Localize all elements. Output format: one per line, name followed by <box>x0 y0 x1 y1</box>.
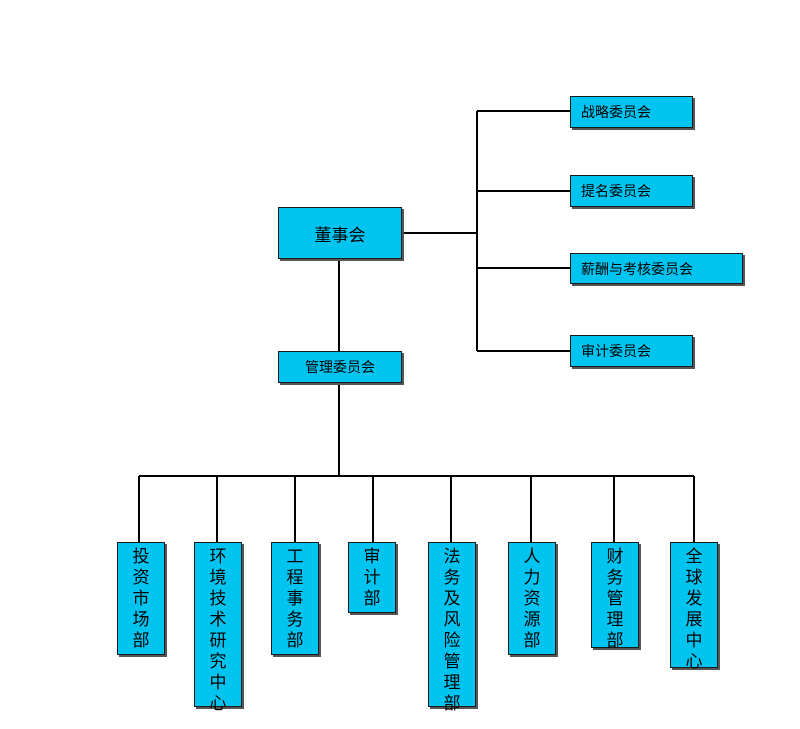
department-box-4: 审计部 <box>348 542 396 613</box>
department-label-char: 法 <box>443 547 461 567</box>
department-label-char: 务 <box>606 568 624 588</box>
nomination-committee-label: 提名委员会 <box>581 184 651 200</box>
department-box-3: 工程事务部 <box>271 542 319 655</box>
department-box-2: 环境技术研究中心 <box>194 542 242 714</box>
department-box-6: 人力资源部 <box>508 542 556 655</box>
department-label-char: 部 <box>443 694 461 714</box>
department-label-char: 务 <box>443 568 461 588</box>
department-label-char: 心 <box>685 652 703 672</box>
strategy-committee-box: 战略委员会 <box>570 96 693 128</box>
department-label-char: 技 <box>209 589 227 609</box>
department-label-char: 及 <box>443 589 461 609</box>
department-label-char: 资 <box>523 589 541 609</box>
department-label-char: 部 <box>606 631 624 651</box>
management-committee-label: 管理委员会 <box>305 360 375 376</box>
department-label-char: 工 <box>286 547 304 567</box>
department-label-char: 事 <box>286 589 304 609</box>
department-label-char: 市 <box>132 589 150 609</box>
department-label-char: 源 <box>523 610 541 630</box>
department-label-char: 全 <box>685 547 703 567</box>
department-label-char: 中 <box>685 631 703 651</box>
management-committee-box: 管理委员会 <box>278 351 402 383</box>
board-box: 董事会 <box>278 207 402 259</box>
nomination-committee-box: 提名委员会 <box>570 175 693 207</box>
department-label-char: 场 <box>132 610 150 630</box>
department-label-char: 程 <box>286 568 304 588</box>
department-label-char: 审 <box>363 547 381 567</box>
department-label-char: 研 <box>209 631 227 651</box>
audit-committee-box: 审计委员会 <box>570 335 693 367</box>
department-label-char: 境 <box>209 568 227 588</box>
department-label-char: 理 <box>606 610 624 630</box>
audit-committee-label: 审计委员会 <box>581 344 651 360</box>
board-label: 董事会 <box>314 225 366 246</box>
department-label-char: 部 <box>363 589 381 609</box>
department-label-char: 管 <box>443 652 461 672</box>
department-box-5: 法务及风险管理部 <box>428 542 476 714</box>
department-label-char: 发 <box>685 589 703 609</box>
department-label-char: 部 <box>132 631 150 651</box>
department-label-char: 财 <box>606 547 624 567</box>
department-label-char: 究 <box>209 652 227 672</box>
department-label-char: 险 <box>443 631 461 651</box>
department-label-char: 力 <box>523 568 541 588</box>
department-label-char: 中 <box>209 673 227 693</box>
department-box-7: 财务管理部 <box>591 542 639 651</box>
department-label-char: 球 <box>685 568 703 588</box>
department-label-char: 环 <box>209 547 227 567</box>
department-label-char: 部 <box>523 631 541 651</box>
department-label-char: 风 <box>443 610 461 630</box>
remuneration-committee-box: 薪酬与考核委员会 <box>570 253 743 284</box>
department-box-8: 全球发展中心 <box>670 542 718 672</box>
department-label-char: 心 <box>209 694 227 714</box>
strategy-committee-label: 战略委员会 <box>581 105 651 121</box>
department-label-char: 理 <box>443 673 461 693</box>
department-label-char: 资 <box>132 568 150 588</box>
department-label-char: 人 <box>523 547 541 567</box>
department-label-char: 管 <box>606 589 624 609</box>
department-label-char: 展 <box>685 610 703 630</box>
department-label-char: 投 <box>132 547 150 567</box>
department-label-char: 部 <box>286 631 304 651</box>
remuneration-committee-label: 薪酬与考核委员会 <box>581 261 693 278</box>
department-label-char: 务 <box>286 610 304 630</box>
department-label-char: 计 <box>363 568 381 588</box>
department-box-1: 投资市场部 <box>117 542 165 655</box>
department-label-char: 术 <box>209 610 227 630</box>
